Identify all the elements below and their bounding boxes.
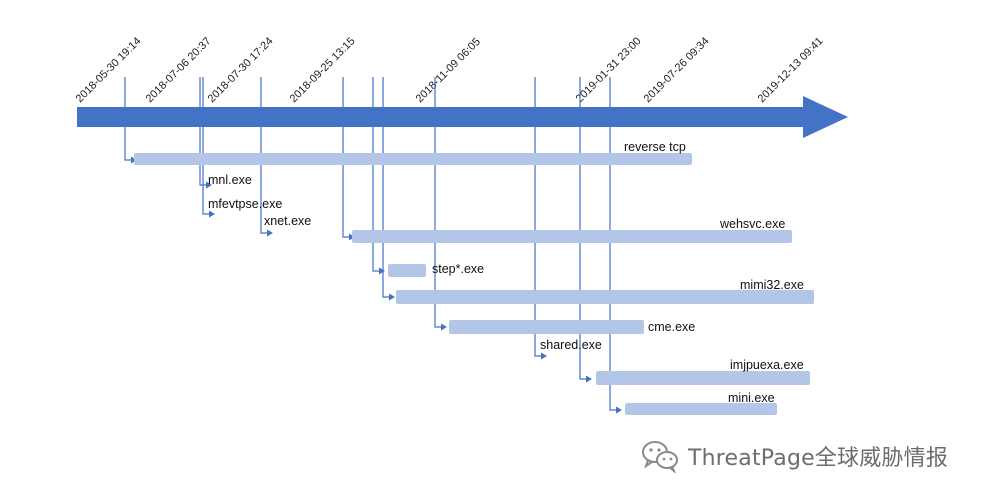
- duration-bar: [596, 371, 810, 385]
- connector-arrowhead: [541, 352, 547, 360]
- date-label: 2019-07-26 09:34: [642, 35, 712, 105]
- wechat-icon: [642, 441, 678, 473]
- connector-arrowhead: [616, 406, 622, 414]
- item-label: imjpuexa.exe: [730, 358, 804, 372]
- connector-arrowhead: [586, 375, 592, 383]
- duration-bar: [449, 320, 644, 334]
- connector-arrowhead: [389, 293, 395, 301]
- item-label: shared.exe: [540, 338, 602, 352]
- duration-bar: [396, 290, 814, 304]
- item-label: mnl.exe: [208, 173, 252, 187]
- date-label: 2018-09-25 13:15: [288, 35, 358, 105]
- connector-arrowhead: [206, 181, 212, 189]
- watermark-text: ThreatPage全球威胁情报: [688, 446, 949, 471]
- connector-arrowhead: [379, 267, 385, 275]
- item-label: mimi32.exe: [740, 278, 804, 292]
- connector-line: [342, 77, 350, 238]
- connector-line: [372, 77, 380, 272]
- connector-line: [124, 77, 132, 161]
- watermark: ThreatPage全球威胁情报: [640, 436, 948, 476]
- item-label: wehsvc.exe: [719, 217, 785, 231]
- connector-line: [202, 77, 210, 215]
- date-label: 2018-07-30 17:24: [206, 35, 276, 105]
- connector-line: [382, 77, 390, 298]
- connector-line: [534, 77, 542, 357]
- duration-bar: [388, 264, 426, 277]
- connector-arrowhead: [209, 210, 215, 218]
- item-label: mfevtpse.exe: [208, 197, 282, 211]
- date-label: 2018-11-09 06:05: [414, 36, 483, 105]
- connector-line: [199, 77, 207, 186]
- duration-bar: [625, 403, 777, 415]
- item-label: mini.exe: [728, 391, 775, 405]
- date-label: 2018-05-30 19:14: [74, 35, 144, 105]
- duration-bar: [352, 230, 792, 243]
- date-label: 2019-12-13 09:41: [756, 35, 826, 105]
- item-label: xnet.exe: [264, 214, 311, 228]
- connector-line: [609, 77, 617, 411]
- item-label: reverse tcp: [624, 140, 686, 154]
- connector-arrowhead: [441, 323, 447, 331]
- timeline-arrow: [77, 96, 848, 138]
- item-label: step*.exe: [432, 262, 484, 276]
- connector-arrowhead: [267, 229, 273, 237]
- connector-line: [260, 77, 268, 234]
- connector-line: [579, 77, 587, 380]
- date-label: 2019-01-31 23:00: [574, 35, 644, 105]
- duration-bar: [134, 153, 692, 165]
- item-label: cme.exe: [648, 320, 695, 334]
